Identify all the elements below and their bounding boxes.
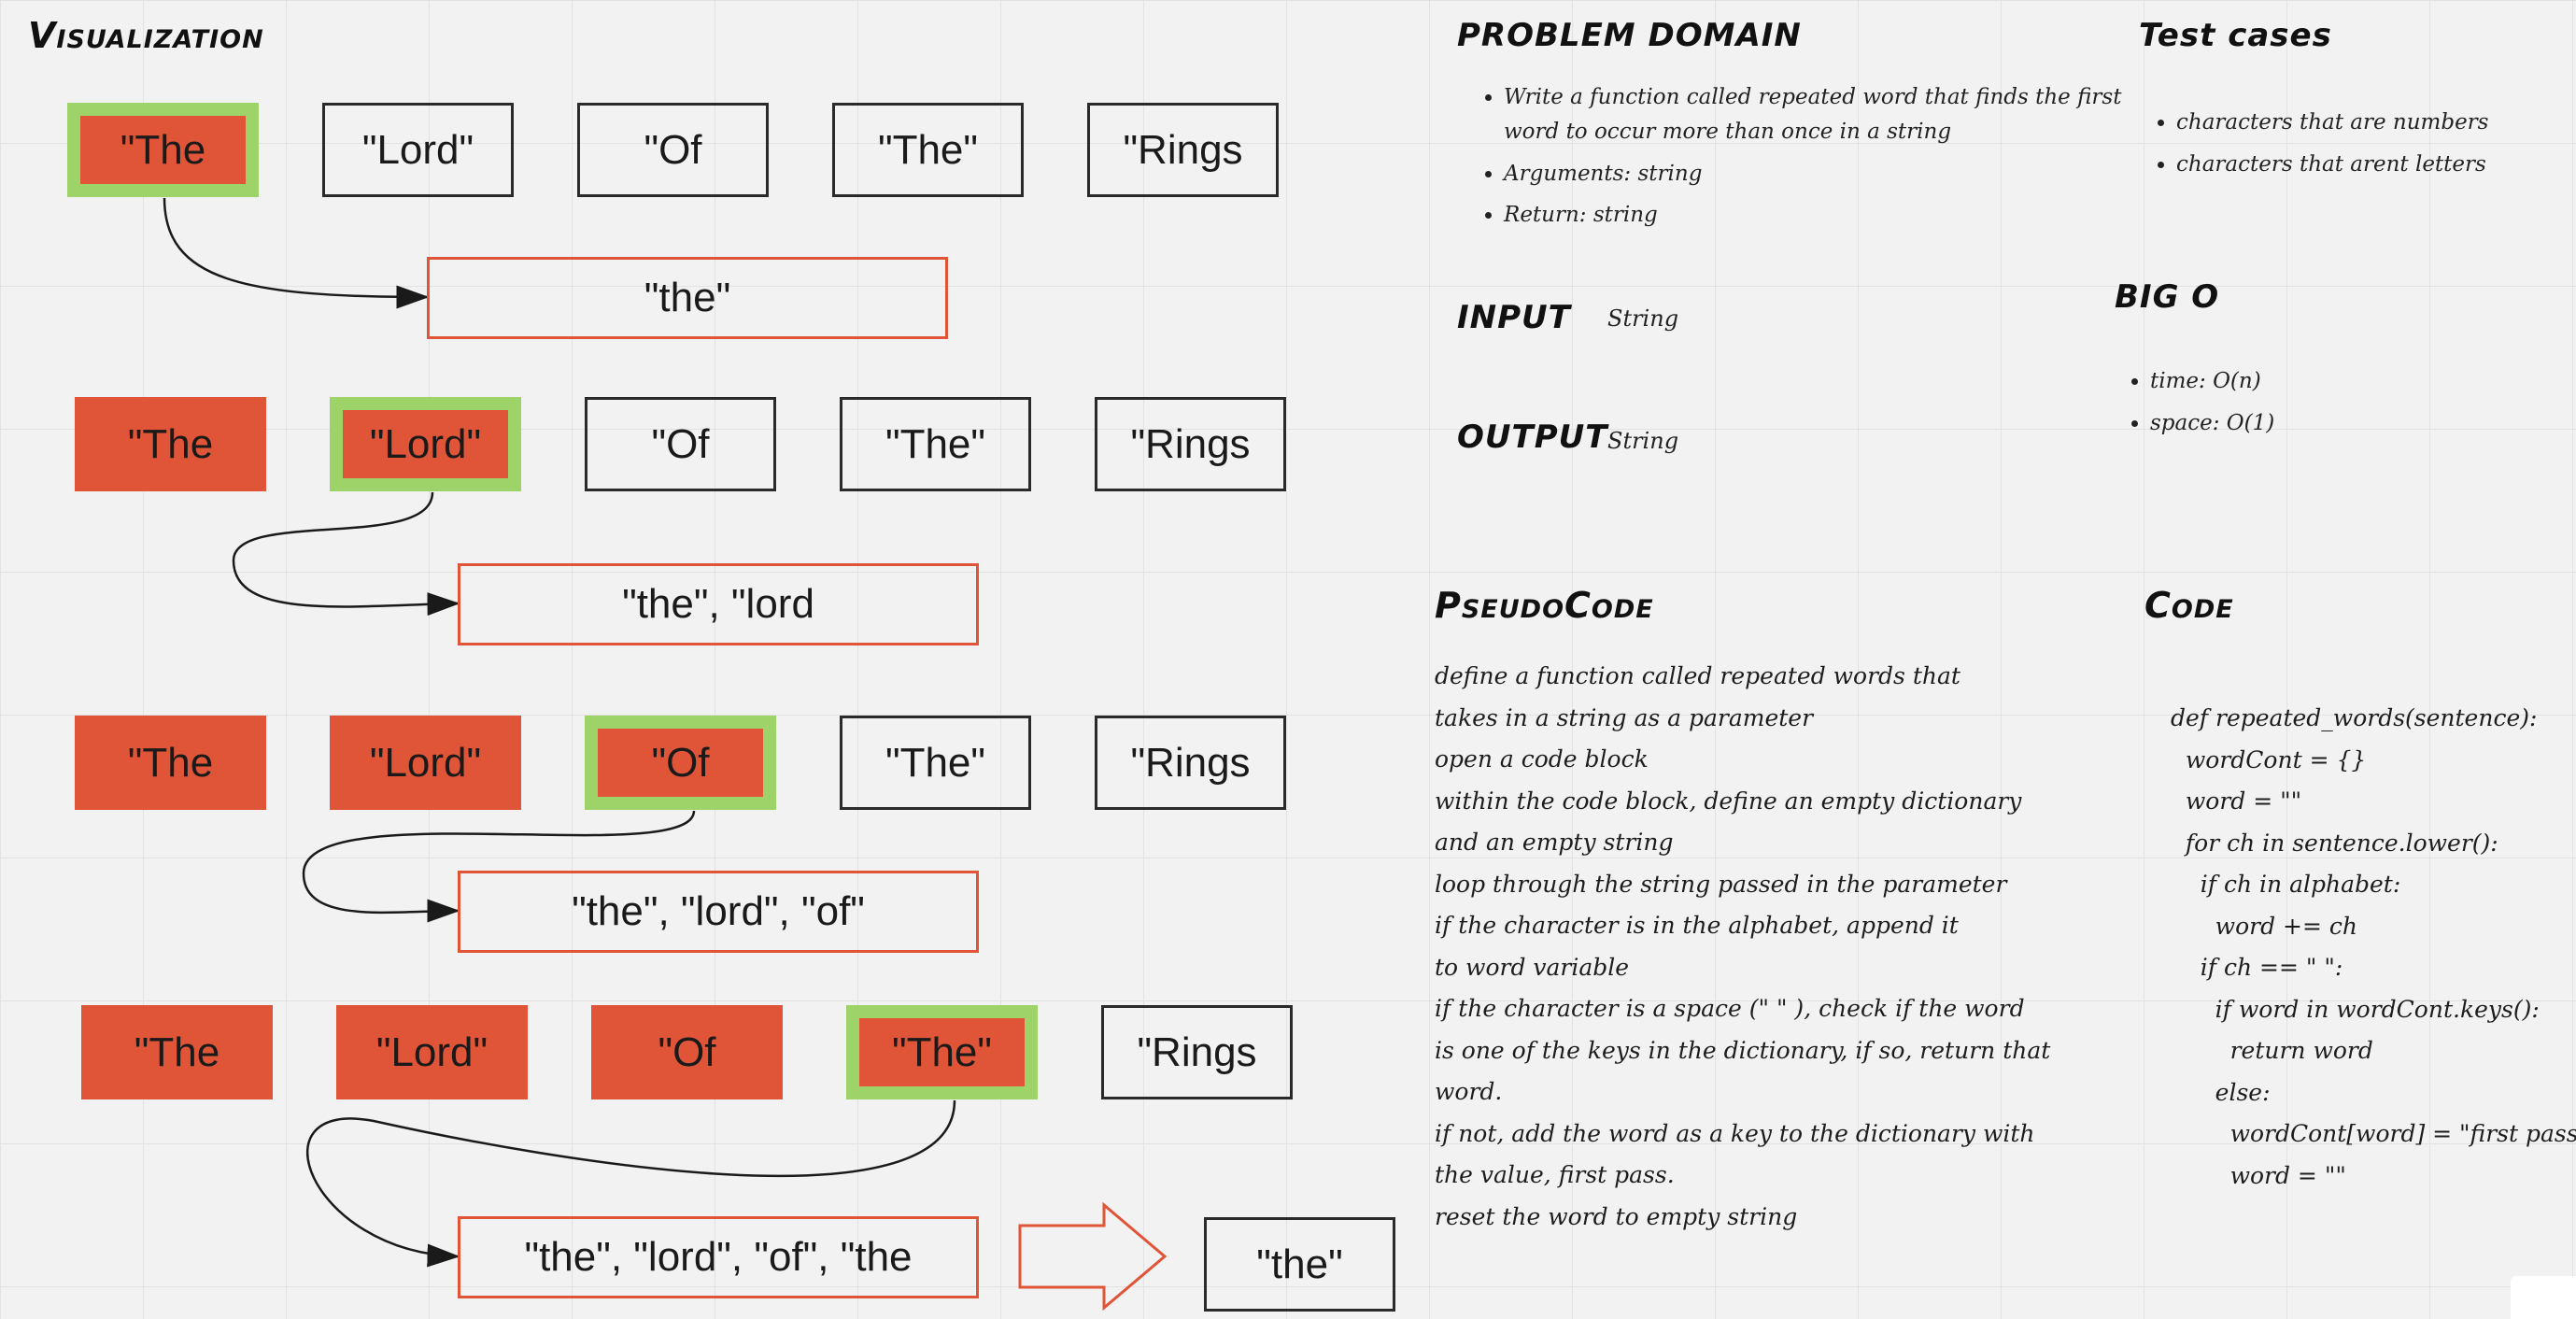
word-box: "The (75, 716, 266, 810)
word-box: "The" (832, 103, 1024, 197)
code-line: def repeated_words(sentence): (2171, 704, 2538, 731)
pseudocode-line: if the character is in the alphabet, app… (1435, 912, 1959, 939)
dictionary-box: "the", "lord", "of", "the (458, 1216, 979, 1298)
result-box: "the" (1204, 1217, 1395, 1312)
word-box: "Rings (1095, 397, 1286, 491)
word-box: "Of (577, 103, 769, 197)
code-line: if word in wordCont.keys(): (2171, 995, 2540, 1023)
word-box: "The (75, 397, 266, 491)
word-box: "Lord" (330, 397, 521, 491)
output-value: String (1607, 428, 1679, 454)
code-block: def repeated_words(sentence): wordCont =… (2171, 698, 2576, 1197)
word-box: "The" (840, 397, 1031, 491)
word-box: "The" (840, 716, 1031, 810)
word-box: "Rings (1101, 1005, 1293, 1099)
big-o-heading: BIG O (2115, 278, 2220, 316)
word-box: "Of (591, 1005, 783, 1099)
pseudocode-line: if the character is a space (" " ), chec… (1435, 995, 2025, 1022)
pseudocode-line: the value, first pass. (1435, 1161, 1675, 1188)
dictionary-box: "the", "lord (458, 563, 979, 645)
pseudocode-line: define a function called repeated words … (1435, 662, 1960, 689)
pseudocode-line: if not, add the word as a key to the dic… (1435, 1119, 2035, 1147)
dictionary-box: "the", "lord", "of" (458, 871, 979, 953)
word-box: "Lord" (330, 716, 521, 810)
problem-domain-heading: PROBLEM DOMAIN (1457, 17, 1802, 54)
word-box: "Lord" (336, 1005, 528, 1099)
big-o-item: space: O(1) (2150, 406, 2561, 441)
code-line: else: (2171, 1078, 2271, 1106)
corner-tab (2511, 1276, 2576, 1319)
word-box: "Rings (1095, 716, 1286, 810)
pseudocode-block: define a function called repeated words … (1435, 656, 2088, 1238)
pseudocode-line: loop through the string passed in the pa… (1435, 870, 2007, 898)
code-line: return word (2171, 1037, 2373, 1064)
problem-domain-item: Return: string (1504, 198, 2158, 233)
code-line: wordCont = {} (2171, 745, 2367, 773)
dictionary-box: "the" (427, 257, 948, 339)
pseudocode-line: takes in a string as a parameter (1435, 703, 1814, 731)
pseudocode-line: within the code block, define an empty d… (1435, 787, 2022, 815)
pseudocode-line: to word variable (1435, 953, 1630, 981)
code-line: word += ch (2171, 912, 2357, 940)
test-cases-list: characters that are numbers characters th… (2139, 106, 2576, 190)
code-heading: Code (2144, 585, 2234, 626)
code-line: word = "" (2171, 1161, 2346, 1189)
code-line: word = "" (2171, 787, 2302, 815)
word-box: "The (81, 1005, 273, 1099)
pseudocode-line: and an empty string (1435, 829, 1674, 856)
visualization-heading: Visualization (28, 15, 264, 56)
input-heading: INPUT (1457, 299, 1571, 336)
connector-row-2 (232, 491, 460, 617)
output-heading: OUTPUT (1457, 418, 1608, 456)
word-box: "Lord" (322, 103, 514, 197)
pseudocode-line: open a code block (1435, 745, 1649, 773)
code-line: if ch == " ": (2171, 954, 2343, 981)
word-box: "Of (585, 716, 776, 810)
pseudocode-line: is one of the keys in the dictionary, if… (1435, 1036, 2051, 1064)
big-o-item: time: O(n) (2150, 364, 2561, 399)
input-value: String (1607, 305, 1679, 332)
problem-domain-item: Write a function called repeated word th… (1504, 80, 2158, 149)
result-arrow (1018, 1201, 1168, 1312)
code-line: if ch in alphabet: (2171, 871, 2401, 898)
word-box: "The (67, 103, 259, 197)
pseudocode-heading: PseudoCode (1435, 585, 1654, 626)
code-line: for ch in sentence.lower(): (2171, 829, 2498, 857)
connector-row-1 (163, 197, 430, 309)
word-box: "The" (846, 1005, 1038, 1099)
test-cases-heading: Test cases (2139, 17, 2332, 54)
problem-domain-item: Arguments: string (1504, 157, 2158, 191)
pseudocode-line: word. (1435, 1078, 1503, 1105)
word-box: "Of (585, 397, 776, 491)
word-box: "Rings (1087, 103, 1279, 197)
big-o-list: time: O(n) space: O(1) (2113, 364, 2561, 448)
pseudocode-line: reset the word to empty string (1435, 1202, 1798, 1230)
code-line: wordCont[word] = "first pass" (2171, 1120, 2576, 1147)
test-case-item: characters that are numbers (2176, 106, 2576, 140)
problem-domain-list: Write a function called repeated word th… (1466, 80, 2158, 240)
test-case-item: characters that arent letters (2176, 148, 2576, 182)
